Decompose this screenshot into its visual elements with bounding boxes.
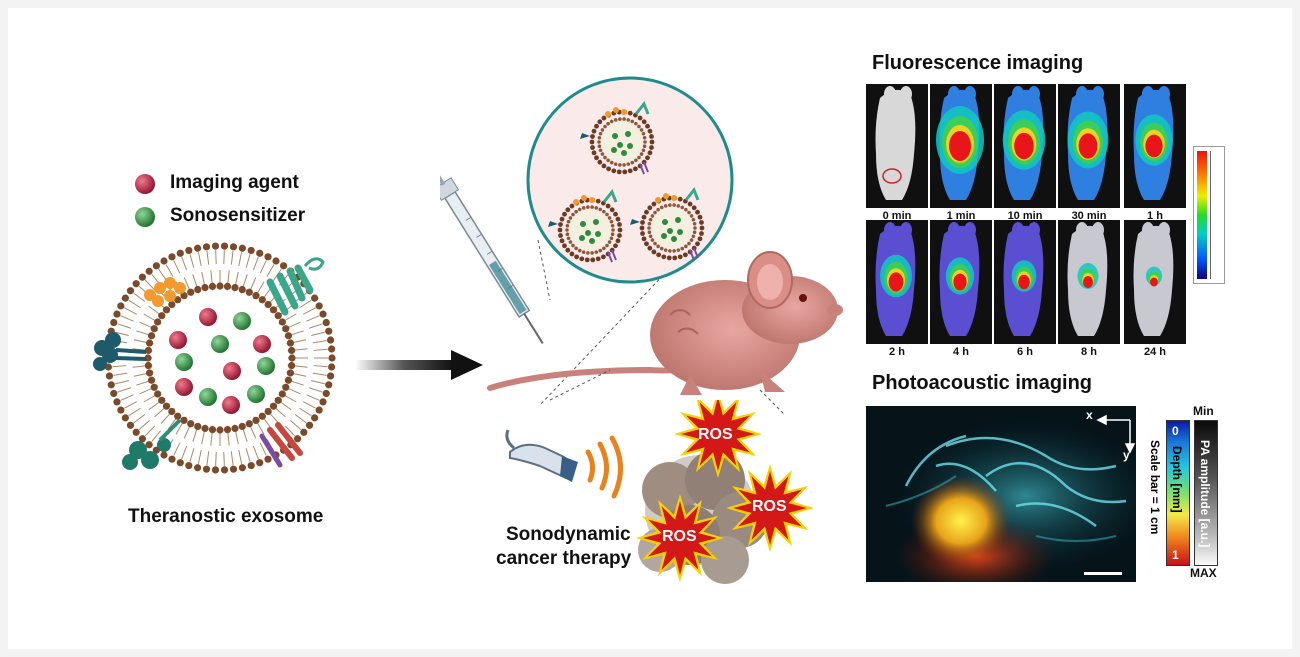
fluorescence-time-label: 0 min — [882, 210, 912, 222]
ros-label-2: ROS — [752, 498, 787, 515]
therapy-line1: Sonodynamic — [506, 524, 631, 545]
mouse-icon — [487, 251, 843, 395]
photoacoustic-title: Photoacoustic imaging — [872, 372, 1093, 394]
amplitude-max: MAX — [1190, 566, 1217, 580]
fluorescence-time-label: 4 h — [953, 346, 969, 358]
fluorescence-time-label: 2 h — [889, 346, 905, 358]
depth-max: 1 — [1172, 548, 1179, 562]
fluorescence-time-label: 1 min — [946, 210, 976, 222]
fluorescence-tile — [1124, 220, 1186, 344]
fluorescence-tile — [1124, 84, 1186, 208]
exosome-surface-proteins — [93, 257, 325, 470]
fluorescence-tile — [866, 220, 928, 344]
fluorescence-time-label: 10 min — [1007, 210, 1043, 222]
sonosensitizer-dot — [135, 207, 155, 227]
fluorescence-time-label: 6 h — [1017, 346, 1033, 358]
fluorescence-time-label: 24 h — [1143, 346, 1166, 358]
pa-axis-arrows — [1096, 414, 1136, 454]
injection-scene — [440, 76, 843, 416]
pa-scale-text: Scale bar = 1 cm — [1148, 440, 1162, 535]
amplitude-colorbar — [1194, 420, 1218, 566]
legend-markers — [135, 174, 155, 227]
ros-label-3: ROS — [662, 528, 697, 545]
photoacoustic-image — [866, 406, 1136, 582]
exosome-cargo — [169, 308, 275, 414]
arrow-icon — [355, 350, 483, 380]
zoom-circle — [526, 76, 734, 284]
fluorescence-time-label: 1 h — [1147, 210, 1163, 222]
imaging-agent-label: Imaging agent — [170, 172, 299, 193]
therapy-line2: cancer therapy — [496, 548, 632, 569]
therapy-scene — [505, 400, 814, 584]
amplitude-label: PA amplitude [a.u.] — [1198, 440, 1212, 548]
fluorescence-time-label: 8 h — [1081, 346, 1097, 358]
fluorescence-tile — [866, 84, 928, 208]
pa-scale-bar — [1084, 572, 1122, 575]
pa-axis-y: y — [1123, 448, 1130, 462]
fluorescence-tile — [1058, 220, 1120, 344]
depth-colorbar — [1166, 420, 1190, 566]
exosome-diagram — [93, 242, 336, 474]
pa-axis-x: x — [1086, 408, 1093, 422]
sonosensitizer-label: Sonosensitizer — [170, 205, 306, 226]
fluorescence-tile — [930, 84, 992, 208]
depth-label: Depth [mm] — [1170, 446, 1184, 513]
fluorescence-tile — [994, 220, 1056, 344]
ultrasound-wave-icon — [585, 435, 623, 499]
depth-min: 0 — [1172, 424, 1179, 438]
syringe-icon — [440, 160, 544, 344]
ros-label-1: ROS — [698, 426, 733, 443]
zoomed-exosomes — [548, 101, 705, 263]
fluorescence-tile — [1058, 84, 1120, 208]
fluorescence-time-label: 30 min — [1071, 210, 1107, 222]
fluorescence-colorbar — [1193, 146, 1225, 284]
imaging-agent-dot — [135, 174, 155, 194]
exosome-label: Theranostic exosome — [128, 506, 324, 527]
fluorescence-title: Fluorescence imaging — [872, 52, 1084, 74]
fluorescence-tile — [994, 84, 1056, 208]
amplitude-min: Min — [1193, 404, 1214, 418]
fluorescence-tile — [930, 220, 992, 344]
ultrasound-probe-icon — [505, 429, 578, 482]
